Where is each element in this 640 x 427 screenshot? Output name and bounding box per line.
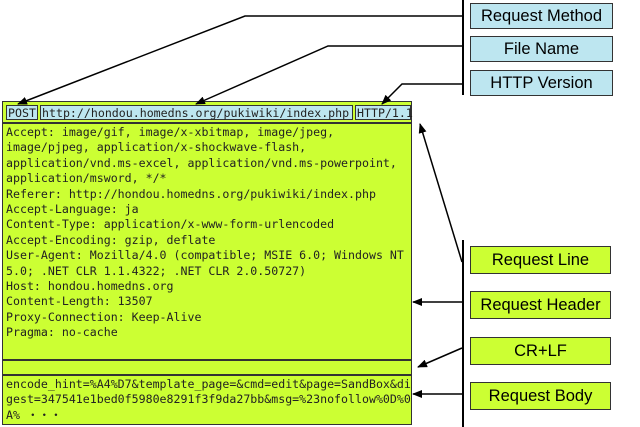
header-line: image/pjpeg, application/x-shockwave-fla… (6, 140, 307, 155)
header-line: User-Agent: Mozilla/4.0 (compatible; MSI… (6, 248, 404, 263)
crlf-label: CR+LF (470, 337, 611, 365)
request-body-panel: encode_hint=%A4%D7&template_page=&cmd=ed… (2, 375, 412, 425)
arrow-request-line (418, 123, 463, 263)
arrow-crlf (417, 347, 463, 368)
request-method-label: Request Method (470, 3, 613, 29)
file-name-label: File Name (470, 36, 613, 62)
request-method-box: POST (6, 105, 38, 120)
body-line: encode_hint=%A4%D7&template_page=&cmd=ed… (6, 377, 411, 391)
arrow-file-name (195, 45, 462, 105)
request-body-label: Request Body (470, 382, 611, 410)
header-line: application/msword, */* (6, 171, 167, 186)
header-line: Accept-Language: ja (6, 202, 139, 217)
request-url-box: http://hondou.homedns.org/pukiwiki/index… (40, 105, 353, 120)
arrow-request-method (17, 15, 462, 105)
header-line: Content-Type: application/x-www-form-url… (6, 217, 335, 232)
header-line: Host: hondou.homedns.org (6, 279, 174, 294)
header-line: Accept-Encoding: gzip, deflate (6, 232, 216, 247)
header-line: Content-Length: 13507 (6, 294, 153, 309)
body-line: A% ・・・ (6, 407, 62, 422)
header-line: Proxy-Connection: Keep-Alive (6, 309, 202, 324)
header-line: application/vnd.ms-excel, application/vn… (6, 155, 397, 170)
arrow-http-version (381, 83, 462, 105)
request-header-label: Request Header (470, 291, 611, 319)
request-line-panel: POST http://hondou.homedns.org/pukiwiki/… (2, 101, 413, 123)
header-line: 5.0; .NET CLR 1.1.4322; .NET CLR 2.0.507… (6, 263, 307, 278)
header-line: Referer: http://hondou.homedns.org/pukiw… (6, 186, 376, 201)
body-line: gest=347541e1bed0f5980e8291f3f9da27bb&ms… (6, 392, 411, 407)
header-line: Pragma: no-cache (6, 325, 118, 340)
request-line-label: Request Line (470, 246, 611, 274)
leader-line-top (462, 0, 464, 95)
http-version-box: HTTP/1.1 (355, 105, 413, 120)
header-line: Accept: image/gif, image/x-xbitmap, imag… (6, 125, 335, 139)
http-version-label: HTTP Version (470, 70, 613, 96)
request-header-panel: Accept: image/gif, image/x-xbitmap, imag… (2, 123, 412, 360)
crlf-panel (2, 360, 412, 375)
leader-line-bottom (462, 240, 464, 427)
